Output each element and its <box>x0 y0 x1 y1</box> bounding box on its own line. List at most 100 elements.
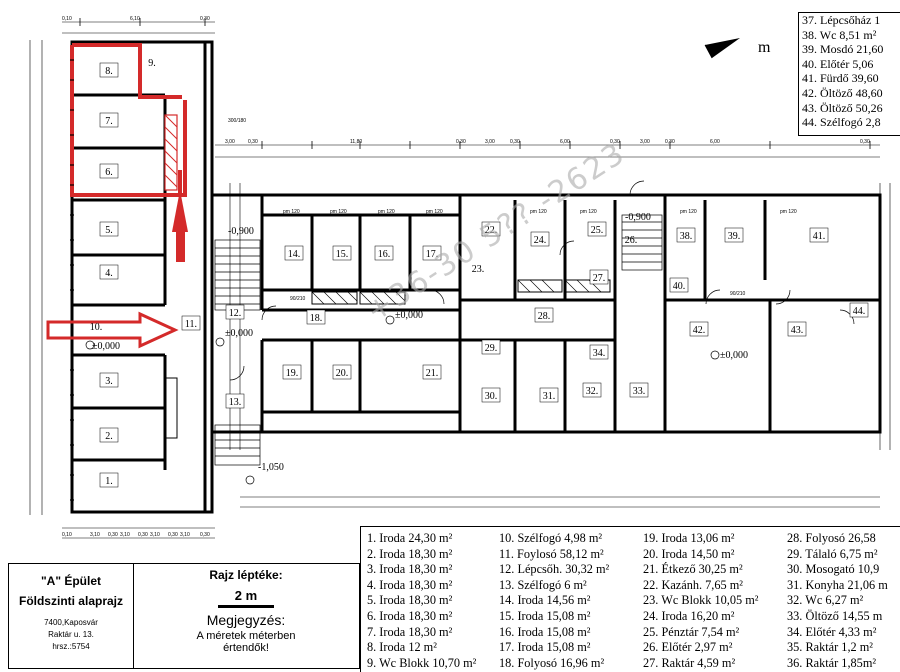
floor-name: Földszinti alaprajz <box>18 594 123 608</box>
legend-item: 42. Öltöző 48,60 <box>802 85 883 100</box>
legend-item: 37. Lépcsőház 1 <box>802 13 881 27</box>
door-label: pm 120 <box>530 209 547 215</box>
level-marker: ±0,000 <box>92 341 120 352</box>
room-label: 41. <box>813 231 826 242</box>
legend-item: 1. Iroda 24,30 m² <box>367 531 453 545</box>
legend-item: 35. Raktár 1,2 m² <box>787 640 873 655</box>
legend-item: 5. Iroda 18,30 m² <box>367 593 453 608</box>
door-label: pm 120 <box>580 209 597 215</box>
room-label: 32. <box>586 386 599 397</box>
room-label: 8. <box>105 66 113 77</box>
legend-item: 24. Iroda 16,20 m² <box>643 608 735 623</box>
legend-item: 10. Szélfogó 4,98 m² <box>499 531 603 545</box>
legend-item: 26. Előtér 2,97 m² <box>643 640 733 655</box>
legend-item: 19. Iroda 13,06 m² <box>643 531 735 545</box>
room-label: 10. <box>90 322 103 333</box>
room-label: 11. <box>185 319 197 330</box>
door-label: 300/180 <box>228 118 246 124</box>
dim-label: 0,30 <box>168 532 178 538</box>
room-label: 2. <box>105 431 113 442</box>
dim-label: 0,30 <box>510 139 520 145</box>
legend-item: 17. Iroda 15,08 m² <box>499 640 591 655</box>
legend-item: 44. Szélfogó 2,8 <box>802 115 881 130</box>
dim-label: 0,10 <box>62 532 72 538</box>
room-label: 5. <box>105 225 113 236</box>
room-label: 7. <box>105 116 113 127</box>
room-label: 26. <box>625 235 638 246</box>
legend-item: 3. Iroda 18,30 m² <box>367 562 453 577</box>
room-label: 42. <box>693 325 706 336</box>
legend-item: 11. Foylosó 58,12 m² <box>499 546 604 561</box>
room-label: 29. <box>485 343 498 354</box>
room-label: 33. <box>633 386 646 397</box>
scale-label: Rajz léptéke: <box>209 568 283 582</box>
room-label: 1. <box>105 476 113 487</box>
legend-item: 4. Iroda 18,30 m² <box>367 577 453 592</box>
legend-item: 28. Folyosó 26,58 <box>787 531 876 545</box>
dim-label: 6,00 <box>560 139 570 145</box>
scale-bar <box>218 605 274 608</box>
legend-item: 8. Iroda 12 m² <box>367 640 437 655</box>
legend-item: 41. Fürdő 39,60 <box>802 71 879 86</box>
legend-item: 15. Iroda 15,08 m² <box>499 608 591 623</box>
dim-label: 0,30 <box>610 139 620 145</box>
room-label: 9. <box>148 58 156 69</box>
room-label: 6. <box>105 167 113 178</box>
note-line: értendők! <box>223 642 269 654</box>
legend-column: 1. Iroda 24,30 m² 2. Iroda 18,30 m² 3. I… <box>367 531 476 671</box>
room-label: 28. <box>538 311 551 322</box>
legend-item: 30. Mosogató 10,9 <box>787 562 880 577</box>
title-block-notes: Rajz léptéke: 2 m Megjegyzés: A méretek … <box>134 564 358 668</box>
legend-item: 33. Öltöző 14,55 m <box>787 608 883 623</box>
room-label: 43. <box>791 325 804 336</box>
room-label: 30. <box>485 391 498 402</box>
note-line: A méretek méterben <box>196 630 296 642</box>
legend-item: 39. Mosdó 21,60 <box>802 42 884 57</box>
room-label: 15. <box>336 249 349 260</box>
north-arrow-icon <box>704 38 740 59</box>
room-label: 24. <box>534 235 547 246</box>
title-block-info: "A" Épület Földszinti alaprajz 7400,Kapo… <box>9 564 134 668</box>
room-label: 39. <box>728 231 741 242</box>
dim-label: 6,10 <box>130 16 140 22</box>
legend-item: 9. Wc Blokk 10,70 m² <box>367 655 477 670</box>
level-marker: -0,900 <box>625 212 651 223</box>
legend-item: 38. Wc 8,51 m² <box>802 27 877 42</box>
room-label: 34. <box>593 348 606 359</box>
dim-label: 6,00 <box>710 139 720 145</box>
room-label: 18. <box>310 313 323 324</box>
legend-item: 2. Iroda 18,30 m² <box>367 546 453 561</box>
room-legend-right: 37. Lépcsőház 1 38. Wc 8,51 m² 39. Mosdó… <box>798 12 900 136</box>
room-label: 31. <box>543 391 556 402</box>
north-symbol: m <box>758 39 771 56</box>
legend-item: 21. Étkező 30,25 m² <box>643 562 743 577</box>
dim-label: 3,10 <box>180 532 190 538</box>
title-block: "A" Épület Földszinti alaprajz 7400,Kapo… <box>8 563 360 669</box>
dim-label: 0,30 <box>138 532 148 538</box>
room-label: 14. <box>288 249 301 260</box>
room-legend-bottom: 1. Iroda 24,30 m² 2. Iroda 18,30 m² 3. I… <box>360 526 900 672</box>
legend-item: 25. Pénztár 7,54 m² <box>643 624 740 639</box>
dim-label: 3,10 <box>90 532 100 538</box>
legend-item: 6. Iroda 18,30 m² <box>367 608 453 623</box>
address-street: Raktár u. 13. <box>48 630 94 639</box>
legend-column: 19. Iroda 13,06 m² 20. Iroda 14,50 m² 21… <box>643 531 759 671</box>
room-label: 19. <box>286 368 299 379</box>
legend-item: 40. Előtér 5,06 <box>802 56 874 71</box>
legend-item: 31. Konyha 21,06 m <box>787 577 888 592</box>
legend-item: 22. Kazánh. 7,65 m² <box>643 577 743 592</box>
room-label: 12. <box>229 308 242 319</box>
dim-label: 0,30 <box>860 139 870 145</box>
door-label: 90/210 <box>730 291 746 297</box>
room-label: 17. <box>426 249 439 260</box>
scale-value: 2 m <box>234 588 258 603</box>
dim-label: 0,30 <box>456 139 466 145</box>
room-label: 38. <box>680 231 693 242</box>
legend-item: 29. Tálaló 6,75 m² <box>787 546 878 561</box>
level-marker: ±0,000 <box>225 328 253 339</box>
door-label: pm 120 <box>680 209 697 215</box>
address-city: 7400,Kaposvár <box>44 618 98 627</box>
room-label: 25. <box>591 225 604 236</box>
legend-item: 43. Öltöző 50,26 <box>802 100 883 115</box>
legend-item: 23. Wc Blokk 10,05 m² <box>643 593 759 608</box>
